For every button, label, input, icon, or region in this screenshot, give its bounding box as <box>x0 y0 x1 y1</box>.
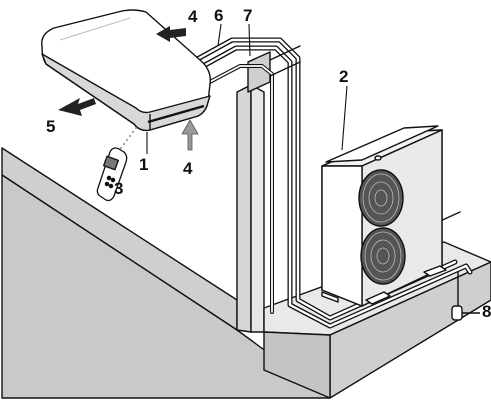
callout-pipe-a: 6 <box>214 6 224 25</box>
outdoor-unit <box>321 125 447 307</box>
indoor-unit <box>41 9 211 132</box>
callout-remote-control: 3 <box>114 179 124 198</box>
callout-drain: 8 <box>482 302 491 321</box>
piping <box>189 37 473 329</box>
callout-outdoor-unit: 2 <box>339 67 349 86</box>
wall-pillar <box>236 51 271 333</box>
callout-pipe-b: 7 <box>243 6 253 25</box>
fan-grille-upper <box>358 169 404 227</box>
callout-indoor-unit: 1 <box>139 155 149 174</box>
wall-slab <box>1 147 331 399</box>
leader-lines <box>146 23 348 154</box>
arrow-icon-outlet <box>58 98 96 116</box>
callout-air-outlet: 5 <box>46 117 56 136</box>
arrow-icon-inlet-bottom <box>181 119 199 151</box>
callout-air-inlet-bottom: 4 <box>183 159 193 178</box>
remote-control-icon <box>96 147 128 202</box>
fan-grille-lower <box>360 227 406 285</box>
callout-air-inlet-top: 4 <box>188 7 198 26</box>
arrow-icon-inlet-top <box>156 26 186 42</box>
drain-outlet <box>451 272 480 321</box>
